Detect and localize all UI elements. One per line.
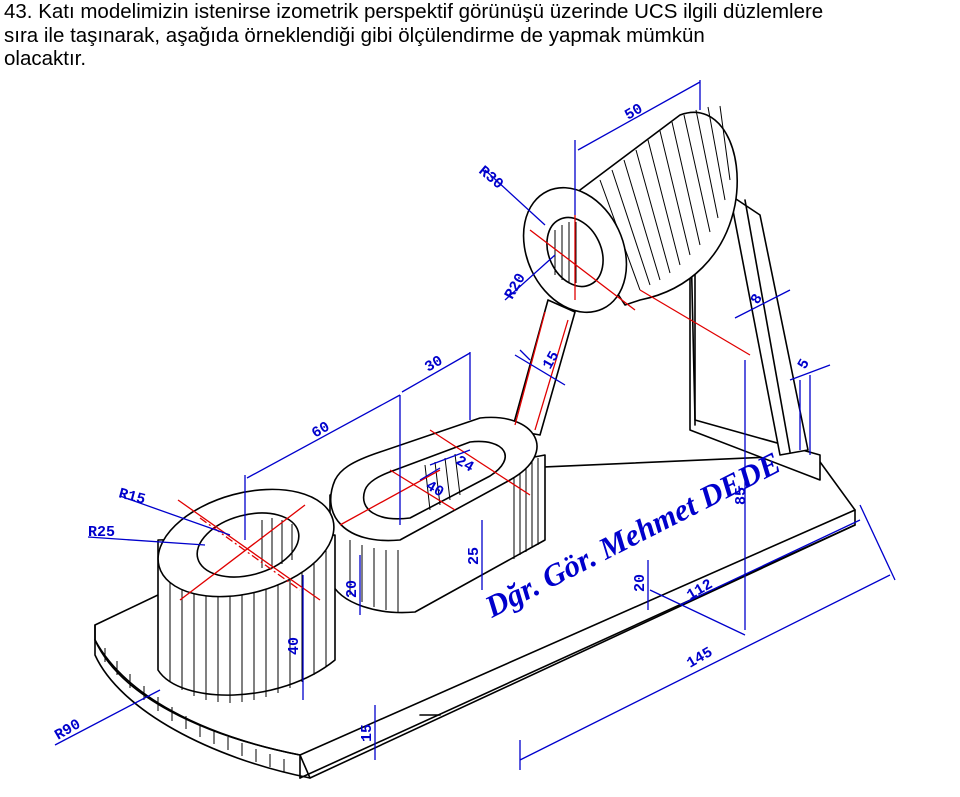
dim-r20: R20 [502,271,530,303]
dim-20-boss: 20 [344,580,361,598]
oval-boss [329,416,546,614]
dim-24: 24 [453,453,477,477]
dim-30: 30 [422,353,446,377]
dim-15-base: 15 [359,724,376,742]
left-cylinder [157,488,336,703]
top-cylinder [522,105,739,314]
question-line-1: 43. Katı modelimizin istenirse izometrik… [4,0,824,23]
dim-60: 60 [309,419,333,443]
dimension-lines [54,80,896,770]
dim-r25: R25 [88,524,115,541]
dim-25: 25 [466,547,483,565]
slanted-arm [729,194,809,456]
dim-145: 145 [684,644,716,672]
dim-15-link: 15 [540,348,564,372]
center-lines [177,215,751,601]
dim-50: 50 [622,101,646,125]
dim-5: 5 [795,356,814,372]
question-line-2: sıra ile taşınarak, aşağıda örneklendiği… [4,23,705,47]
dim-85: 85 [733,487,750,505]
dim-r90: R90 [52,716,84,744]
question-line-3: olacaktır. [4,47,87,70]
dim-r15: R15 [117,485,147,508]
dim-20-plate: 20 [632,574,649,592]
question-text: 43. Katı modelimizin istenirse izometrik… [4,0,956,71]
link-rod [511,299,576,436]
dim-r30: R30 [475,163,507,193]
dim-40-slot: 40 [423,478,447,502]
dim-40-cylinder: 40 [286,637,303,655]
